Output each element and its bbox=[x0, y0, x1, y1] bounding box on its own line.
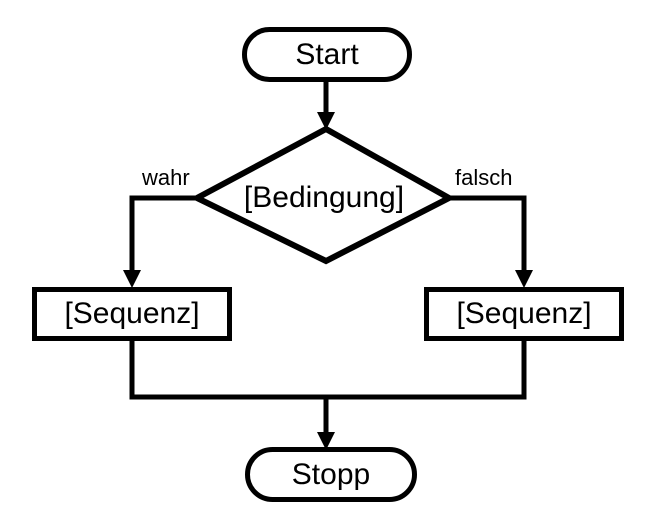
node-sequence-false[interactable]: [Sequenz] bbox=[424, 287, 624, 341]
edge-start-to-condition bbox=[317, 81, 335, 130]
arrowhead-into-condition bbox=[317, 112, 335, 130]
node-start-label: Start bbox=[295, 38, 359, 71]
arrowhead-into-sequence-false bbox=[515, 270, 533, 288]
edge-merge-path bbox=[129, 341, 527, 400]
edge-merge-to-stop bbox=[129, 341, 527, 450]
node-stop[interactable]: Stopp bbox=[245, 447, 417, 502]
node-stop-label: Stopp bbox=[292, 458, 370, 491]
arrowhead-into-stop bbox=[317, 432, 335, 450]
node-condition[interactable]: [Bedingung] bbox=[190, 125, 456, 265]
node-start[interactable]: Start bbox=[242, 27, 412, 82]
node-sequence-true-shape bbox=[32, 287, 232, 341]
node-sequence-true[interactable]: [Sequenz] bbox=[32, 287, 232, 341]
node-sequence-true-label: [Sequenz] bbox=[64, 297, 199, 330]
node-condition-shape bbox=[190, 125, 456, 265]
edge-label-false: falsch bbox=[455, 165, 512, 190]
node-stop-shape bbox=[245, 447, 417, 502]
node-sequence-false-label: [Sequenz] bbox=[456, 297, 591, 330]
arrowhead-into-sequence-true bbox=[123, 270, 141, 288]
edge-label-true: wahr bbox=[141, 165, 190, 190]
edge-condition-true-to-sequence bbox=[123, 195, 195, 288]
edge-condition-false-to-sequence bbox=[450, 195, 533, 288]
node-sequence-false-shape bbox=[424, 287, 624, 341]
node-condition-label: [Bedingung] bbox=[244, 181, 404, 214]
edge-condition-true-path bbox=[129, 195, 195, 275]
edge-condition-false-path bbox=[450, 195, 527, 275]
node-start-shape bbox=[242, 27, 412, 82]
